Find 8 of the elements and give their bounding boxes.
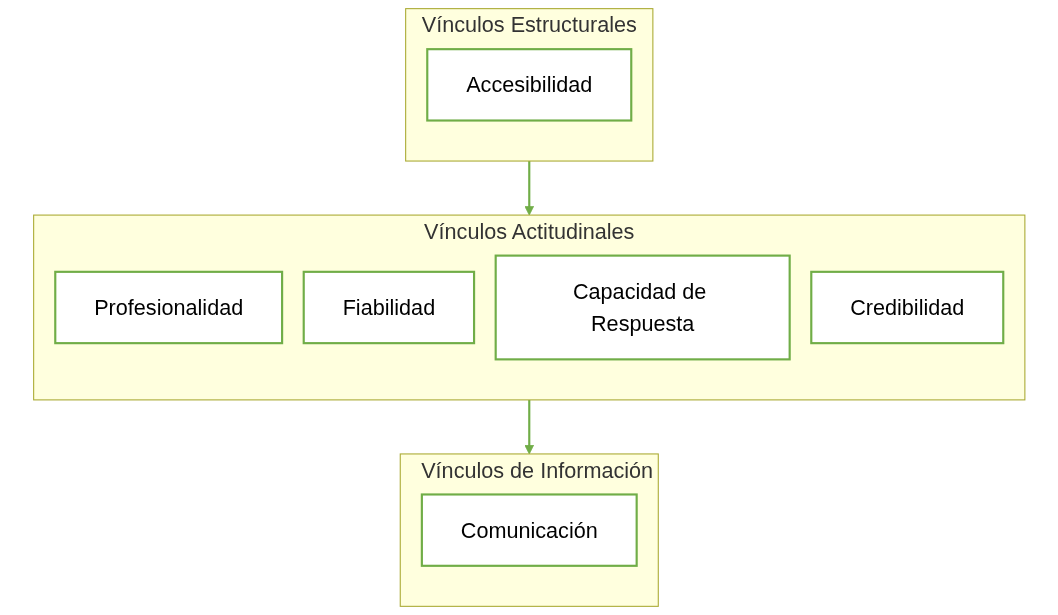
node-box: Fiabilidad — [302, 270, 475, 345]
node-box: Comunicación — [420, 493, 638, 567]
arrow — [524, 399, 534, 455]
node-box: Accesibilidad — [425, 48, 633, 122]
node-box: Capacidad de Respuesta — [494, 254, 791, 361]
node-box: Credibilidad — [809, 270, 1005, 345]
node-box: Profesionalidad — [53, 270, 283, 345]
arrow — [524, 161, 534, 216]
